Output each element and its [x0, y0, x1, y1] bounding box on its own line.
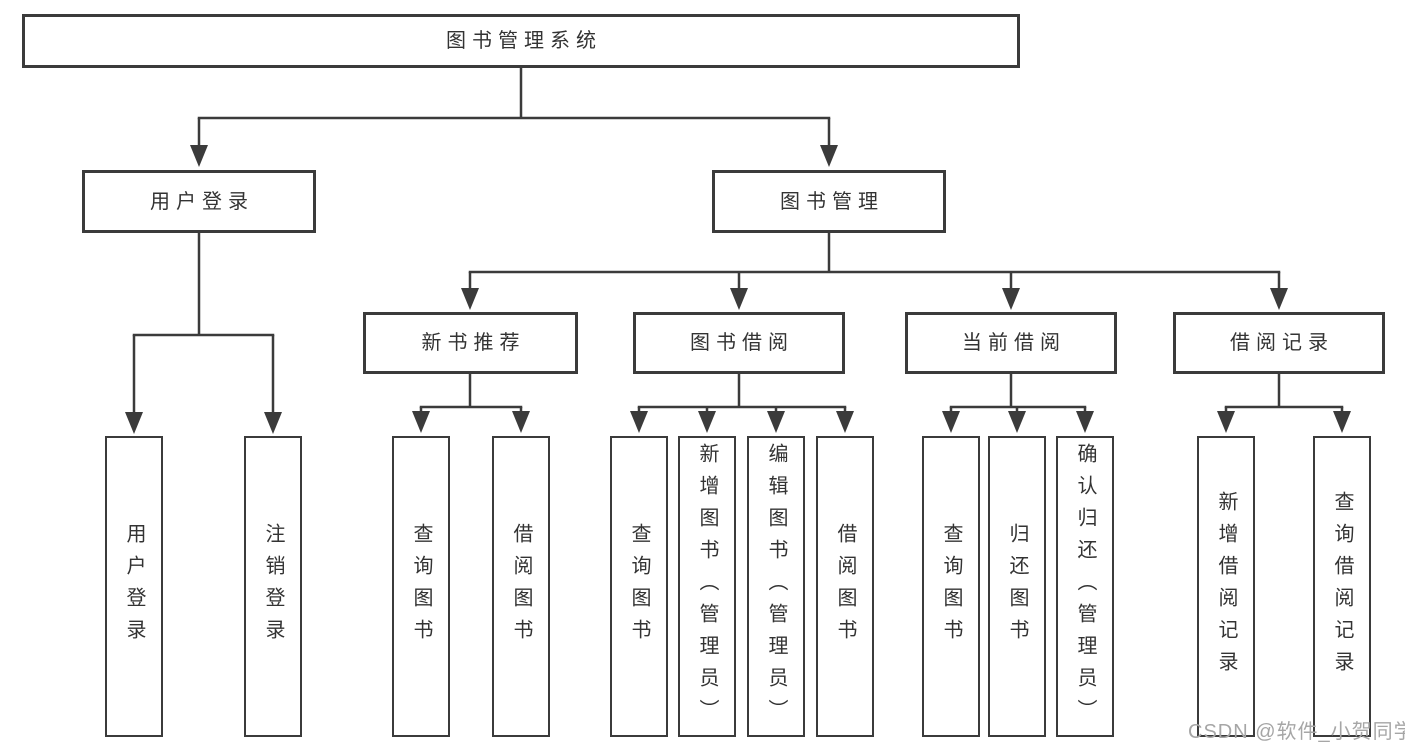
connector-book-mgmt-branch — [461, 233, 1288, 310]
node-confirm-return-admin: 确认归还（管理员） — [1056, 436, 1114, 737]
node-book-borrowing: 图书借阅 — [633, 312, 845, 374]
node-label: 查询图书 — [628, 522, 650, 651]
node-label: 新书推荐 — [421, 332, 526, 354]
node-label: 用户登录 — [123, 522, 145, 651]
connector-user-login-branch — [125, 233, 282, 434]
node-borrow-books-leaf: 借阅图书 — [816, 436, 874, 737]
node-label: 当前借阅 — [962, 332, 1066, 354]
node-library-management-system: 图书管理系统 — [22, 14, 1020, 68]
node-label: 查询图书 — [410, 522, 432, 651]
node-label: 注销登录 — [262, 522, 284, 651]
node-user-login-leaf: 用户登录 — [105, 436, 163, 737]
csdn-watermark: CSDN @软件_小贺同学 — [1188, 721, 1405, 743]
node-label: 编辑图书（管理员） — [765, 442, 787, 731]
node-label: 用户登录 — [150, 190, 254, 213]
node-label: 借阅记录 — [1230, 332, 1334, 354]
node-user-login: 用户登录 — [82, 170, 316, 233]
node-label: 查询借阅记录 — [1331, 490, 1353, 683]
node-query-books-recommend: 查询图书 — [392, 436, 450, 737]
node-add-borrow-record: 新增借阅记录 — [1197, 436, 1255, 737]
node-label: 图书管理 — [780, 190, 884, 213]
node-book-management: 图书管理 — [712, 170, 946, 233]
connector-borrow-records-branch — [1217, 374, 1351, 433]
node-borrow-books-recommend: 借阅图书 — [492, 436, 550, 737]
node-label: 确认归还（管理员） — [1074, 442, 1096, 731]
node-borrowing-records: 借阅记录 — [1173, 312, 1385, 374]
node-query-books-current: 查询图书 — [922, 436, 980, 737]
node-label: 借阅图书 — [834, 522, 856, 651]
node-label: 图书管理系统 — [446, 30, 602, 52]
node-label: 查询图书 — [940, 522, 962, 651]
node-new-book-recommendation: 新书推荐 — [363, 312, 578, 374]
node-label: 图书借阅 — [690, 332, 794, 354]
node-return-books: 归还图书 — [988, 436, 1046, 737]
connector-current-borrow-branch — [942, 374, 1094, 433]
node-label: 借阅图书 — [510, 522, 532, 651]
node-logout-leaf: 注销登录 — [244, 436, 302, 737]
node-label: 新增借阅记录 — [1215, 490, 1237, 683]
connector-recommend-branch — [412, 374, 530, 433]
connector-book-borrow-branch — [630, 374, 854, 433]
node-edit-book-admin: 编辑图书（管理员） — [747, 436, 805, 737]
node-label: 新增图书（管理员） — [696, 442, 718, 731]
connector-root-to-level2 — [190, 68, 838, 167]
node-query-books-borrow: 查询图书 — [610, 436, 668, 737]
node-query-borrow-record: 查询借阅记录 — [1313, 436, 1371, 737]
node-label: 归还图书 — [1006, 522, 1028, 651]
node-add-book-admin: 新增图书（管理员） — [678, 436, 736, 737]
node-current-borrowing: 当前借阅 — [905, 312, 1117, 374]
